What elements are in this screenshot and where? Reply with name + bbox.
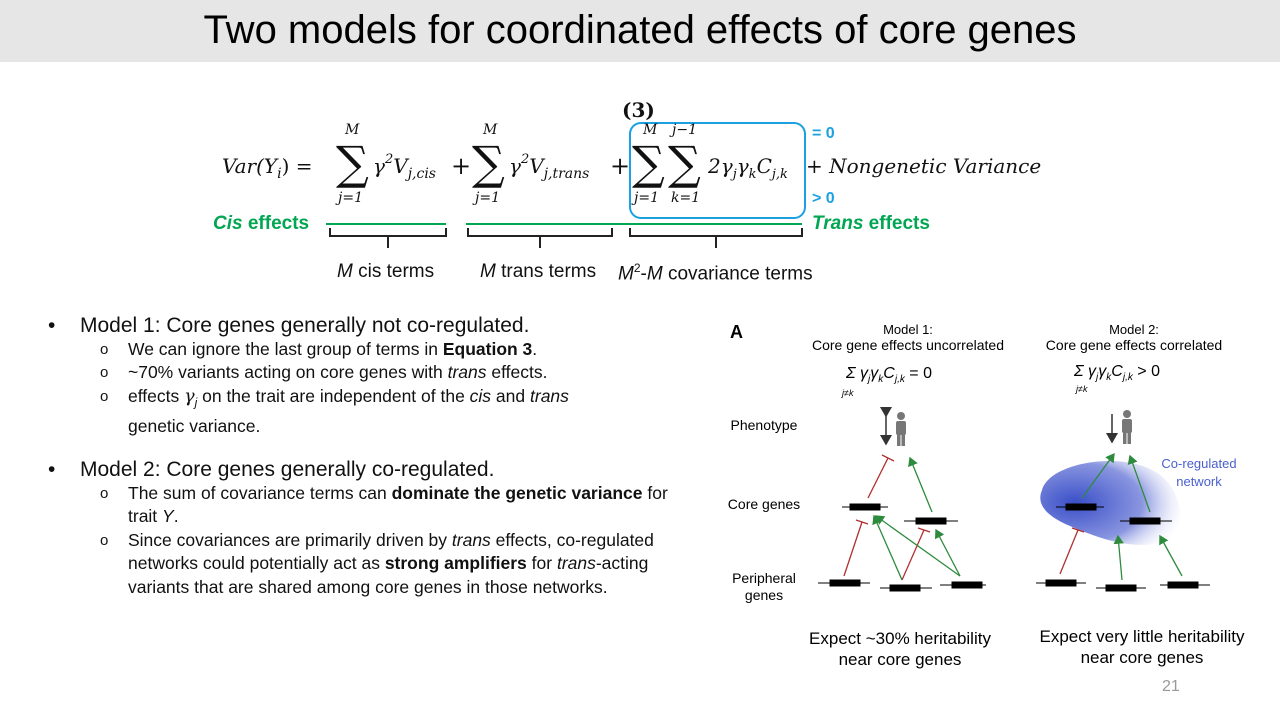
plus-1: + <box>451 152 472 180</box>
model1-point-2: o~70% variants acting on core genes with… <box>100 362 548 382</box>
model1-title: Model 1: <box>883 322 933 337</box>
row-peripheral-1: Peripheral <box>732 570 796 586</box>
sum3-lower: j=1 <box>634 190 659 206</box>
sum2-upper: M <box>483 122 498 138</box>
row-core-genes: Core genes <box>728 496 800 512</box>
covariance-box <box>629 122 806 219</box>
panel-label: A <box>730 322 743 342</box>
trans-terms-label: M trans terms <box>480 261 597 282</box>
sum3-sigma: ∑ <box>632 136 665 190</box>
person-icon-1 <box>896 412 906 446</box>
model2-formula: Σ γjγkCj,k > 0 <box>1073 363 1160 383</box>
model2-genes <box>1036 503 1210 592</box>
covariance-brace <box>629 228 803 248</box>
model2-title: Model 2: <box>1109 322 1159 337</box>
model-figure: A Model 1: Core gene effects uncorrelate… <box>728 322 1245 669</box>
cis-effects-label: Cis effects <box>213 213 310 234</box>
model1-formula: Σ γjγkCj,k = 0 <box>845 365 932 385</box>
bullet-list: •Model 1: Core genes generally not co-re… <box>48 314 688 599</box>
sum1-lower: j=1 <box>338 190 363 206</box>
title-bar <box>0 0 1280 62</box>
nongenetic-variance: + Nongenetic Variance <box>806 154 1042 178</box>
person-icon-2 <box>1122 410 1132 444</box>
model1-heading: •Model 1: Core genes generally not co-re… <box>48 314 530 337</box>
expect2-line1: Expect very little heritability <box>1039 627 1245 646</box>
equation-braces <box>326 223 803 248</box>
page-number: 21 <box>1162 678 1180 695</box>
model1-genes <box>818 503 986 592</box>
sum2-lower: j=1 <box>475 190 500 206</box>
coregulated-network-blob <box>1040 460 1181 545</box>
equation-lhs: Var(Yi) = <box>222 154 313 182</box>
trans-brace <box>467 228 613 248</box>
model2-formula-under: j≠k <box>1075 384 1088 394</box>
sum4-sigma: ∑ <box>668 136 701 190</box>
covariance-term: 2γjγkCj,k <box>708 154 788 182</box>
sum3-upper: M <box>643 122 658 138</box>
cis-terms-label: M cis terms <box>337 261 435 282</box>
cis-term: γ2Vj,cis <box>373 152 436 182</box>
sum4-lower: k=1 <box>671 190 701 206</box>
equals-zero: = 0 <box>812 125 835 142</box>
model1-subtitle: Core gene effects uncorrelated <box>812 337 1004 353</box>
covariance-terms-label: M2-M covariance terms <box>618 261 813 285</box>
sum2-sigma: ∑ <box>472 136 505 190</box>
sum4-upper: j−1 <box>672 122 697 138</box>
model2-edges <box>1059 452 1183 581</box>
model1-edges <box>843 454 961 581</box>
cis-brace <box>329 228 447 248</box>
row-phenotype: Phenotype <box>731 417 798 433</box>
model2-heading: •Model 2: Core genes generally co-regula… <box>48 458 495 481</box>
coregulated-label-2: network <box>1176 474 1222 489</box>
coregulated-label-1: Co-regulated <box>1161 456 1236 471</box>
slide-title: Two models for coordinated effects of co… <box>203 8 1077 52</box>
model1-formula-under: j≠k <box>841 388 854 398</box>
trans-effects-label: Trans effects <box>812 213 930 234</box>
equation-number: (3) <box>622 98 655 122</box>
trans-term: γ2Vj,trans <box>509 152 590 182</box>
plus-2: + <box>610 152 631 180</box>
model2-subtitle: Core gene effects correlated <box>1046 337 1222 353</box>
expect1-line1: Expect ~30% heritability <box>809 629 991 648</box>
row-peripheral-2: genes <box>745 587 783 603</box>
expect1-line2: near core genes <box>839 650 962 669</box>
greater-zero: > 0 <box>812 190 835 207</box>
expect2-line2: near core genes <box>1081 648 1204 667</box>
sum1-sigma: ∑ <box>336 136 369 190</box>
sum1-upper: M <box>345 122 360 138</box>
